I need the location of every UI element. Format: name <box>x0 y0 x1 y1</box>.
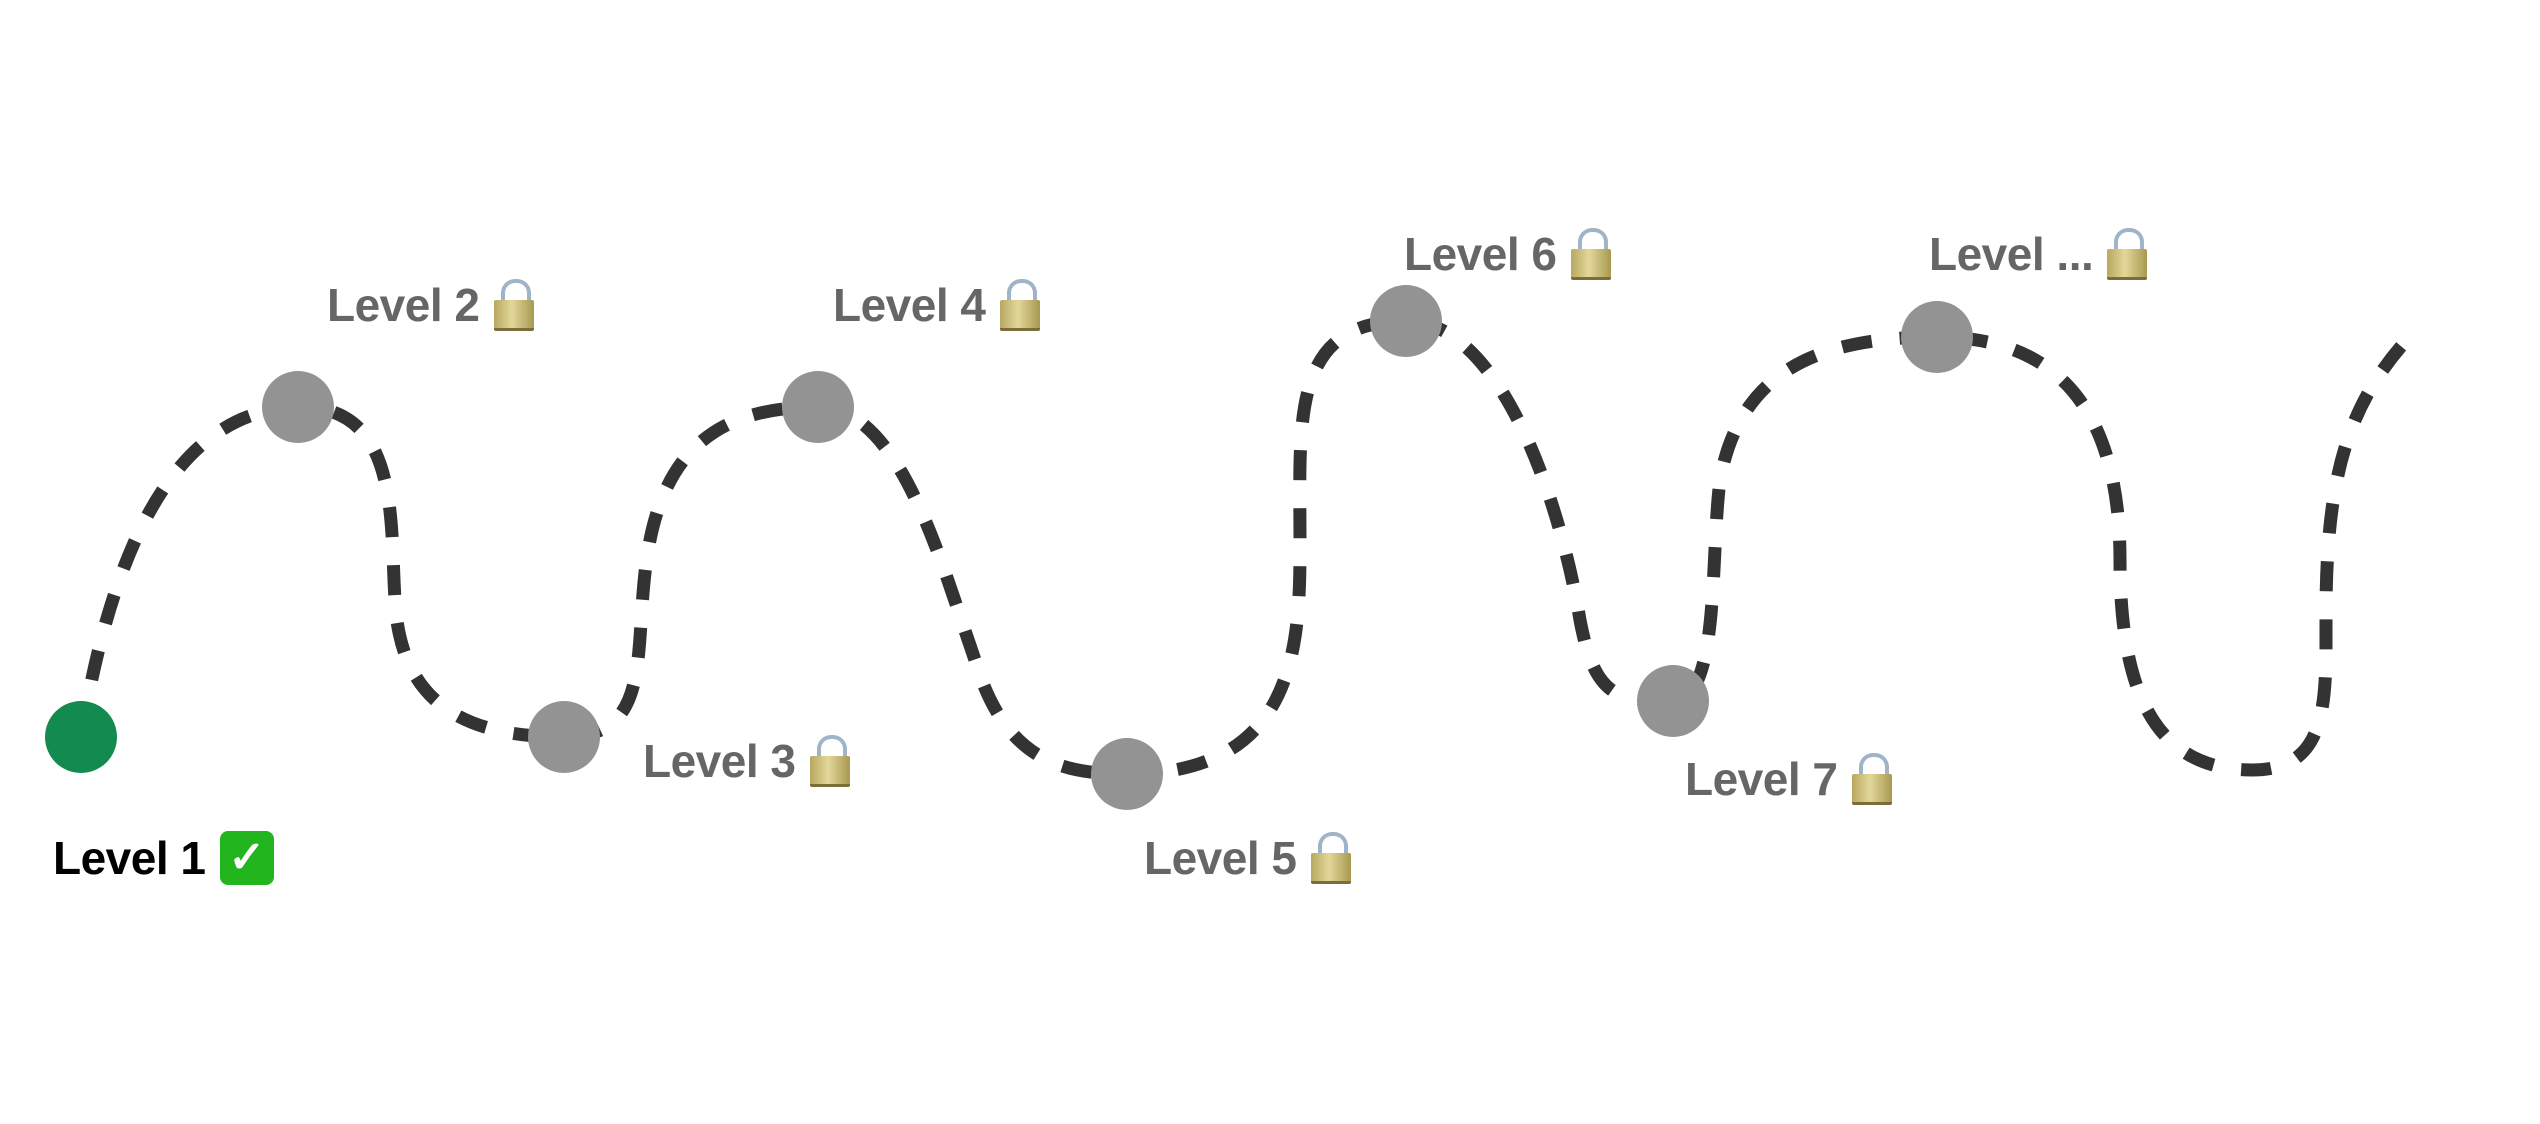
check-mark-icon: ✓ <box>219 831 274 885</box>
level-7-node[interactable] <box>1637 665 1709 737</box>
lock-icon <box>493 279 534 331</box>
level-1-label: Level 1 ✓ <box>53 831 274 885</box>
level-more-label: Level ... <box>1929 227 2148 281</box>
level-more-text: Level ... <box>1929 228 2094 280</box>
level-4-text: Level 4 <box>833 279 986 331</box>
level-2-label: Level 2 <box>327 278 534 332</box>
lock-icon <box>999 279 1040 331</box>
level-4-node[interactable] <box>782 371 854 443</box>
level-5-text: Level 5 <box>1144 832 1297 884</box>
lock-icon <box>1310 832 1351 884</box>
level-5-node[interactable] <box>1091 738 1163 810</box>
lock-icon <box>1851 753 1892 805</box>
level-6-text: Level 6 <box>1404 228 1557 280</box>
level-3-label: Level 3 <box>643 734 850 788</box>
level-6-label: Level 6 <box>1404 227 1611 281</box>
lock-icon <box>1570 228 1611 280</box>
level-6-node[interactable] <box>1370 285 1442 357</box>
level-5-label: Level 5 <box>1144 831 1351 885</box>
level-2-text: Level 2 <box>327 279 480 331</box>
dashed-path <box>74 314 2419 781</box>
level-7-text: Level 7 <box>1685 753 1838 805</box>
level-7-label: Level 7 <box>1685 752 1892 806</box>
level-3-text: Level 3 <box>643 735 796 787</box>
lock-icon <box>2107 228 2148 280</box>
lock-icon <box>809 735 850 787</box>
level-2-node[interactable] <box>262 371 334 443</box>
level-1-text: Level 1 <box>53 832 206 884</box>
level-3-node[interactable] <box>528 701 600 773</box>
level-4-label: Level 4 <box>833 278 1040 332</box>
level-more-node[interactable] <box>1901 301 1973 373</box>
level-1-node[interactable] <box>45 701 117 773</box>
